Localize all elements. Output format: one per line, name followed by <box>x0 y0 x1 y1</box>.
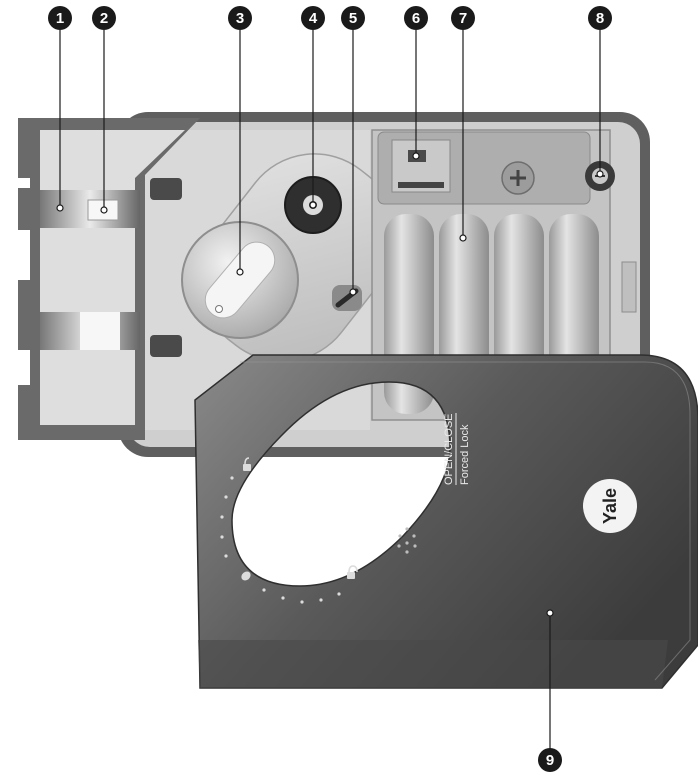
unlock-icon <box>243 457 251 471</box>
callout-2: 2 <box>92 6 116 30</box>
callout-9: 9 <box>538 748 562 772</box>
yale-badge: Yale <box>583 479 637 533</box>
slide-switch[interactable] <box>332 285 362 311</box>
callout-5-number: 5 <box>349 10 357 27</box>
forced-lock-label: Forced Lock <box>459 424 471 485</box>
callout-5: 5 <box>341 6 365 30</box>
cross-screw <box>501 161 535 195</box>
position-dot-arc <box>220 476 341 604</box>
callout-8-number: 8 <box>596 10 604 27</box>
callout-6-number: 6 <box>412 10 420 27</box>
brand-logo: Yale <box>600 488 620 524</box>
thumb-turn-knob[interactable] <box>181 221 299 339</box>
callout-7-number: 7 <box>459 10 467 27</box>
speaker-grille <box>397 527 417 554</box>
callout-7: 7 <box>451 6 475 30</box>
connector-board <box>391 139 451 193</box>
lock-icon-right <box>347 565 358 579</box>
callout-3-number: 3 <box>236 10 244 27</box>
callout-9-number: 9 <box>546 752 554 769</box>
callout-leaders <box>56 30 604 760</box>
callout-1: 1 <box>48 6 72 30</box>
lock-icon-left <box>241 571 251 581</box>
callout-4-number: 4 <box>309 10 318 27</box>
callout-4: 4 <box>301 6 325 30</box>
callout-8: 8 <box>588 6 612 30</box>
callout-3: 3 <box>228 6 252 30</box>
open-close-label: OPEN/CLOSE <box>443 413 455 485</box>
callout-2-number: 2 <box>100 10 108 27</box>
callout-1-number: 1 <box>56 10 64 27</box>
bolt-bracket <box>18 118 200 440</box>
callout-6: 6 <box>404 6 428 30</box>
